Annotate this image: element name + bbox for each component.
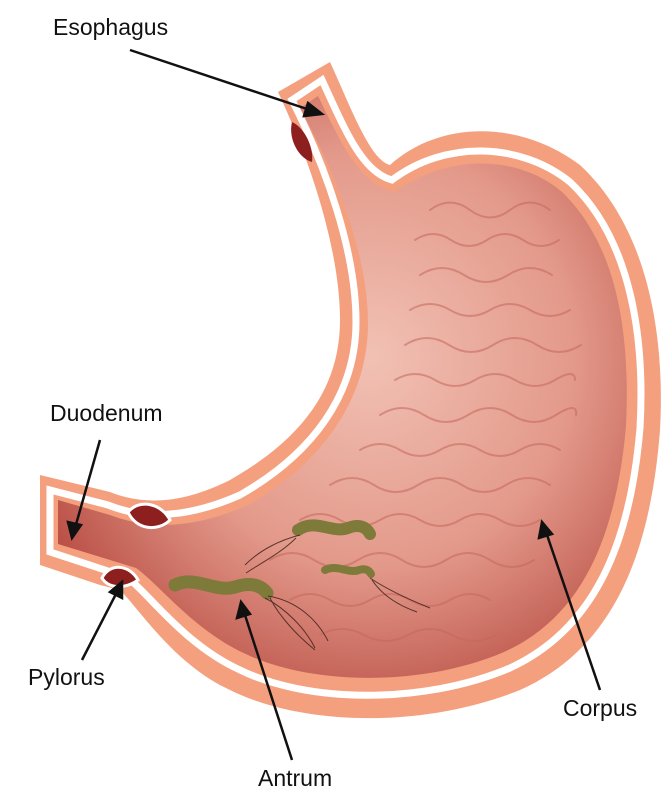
esophagus-arrow [130, 50, 316, 112]
duodenum-label: Duodenum [50, 402, 163, 425]
corpus-label: Corpus [563, 697, 637, 720]
pylorus-arrow [82, 592, 117, 660]
esophagus-label: Esophagus [53, 16, 168, 39]
antrum-label: Antrum [258, 767, 332, 790]
pylorus-label: Pylorus [28, 666, 105, 689]
